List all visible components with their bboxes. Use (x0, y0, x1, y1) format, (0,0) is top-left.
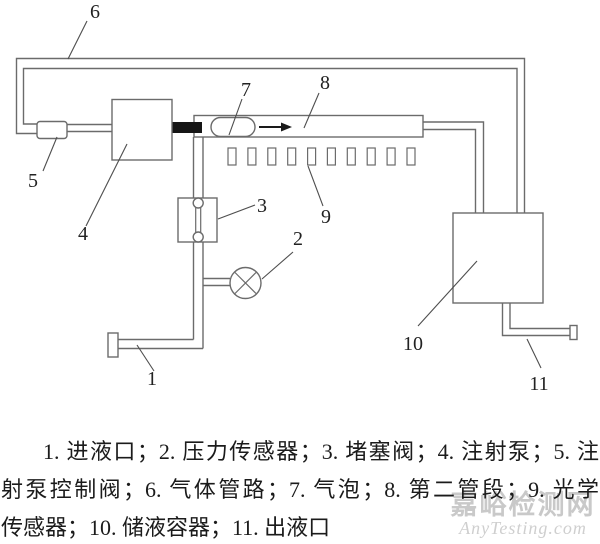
caption-line-3: 传感器；10. 储液容器；11. 出液口 (1, 515, 331, 540)
pressure-branch-pipe (203, 277, 230, 287)
leader-8 (303, 92, 320, 129)
leader-6 (67, 20, 88, 60)
leader-2 (261, 251, 294, 280)
sensor-element (366, 147, 376, 166)
valve-to-pump-pipe (67, 123, 112, 133)
leader-9 (307, 165, 324, 207)
label-10: 10 (403, 333, 423, 355)
watermark-chinese: 嘉峪检测网 (450, 490, 596, 520)
leader-3 (217, 204, 256, 220)
outlet-flange (569, 324, 578, 341)
label-11: 11 (529, 373, 548, 395)
inlet-pipe (118, 338, 203, 350)
outlet-pipe (501, 303, 570, 337)
sensor-element (346, 147, 356, 166)
schematic-diagram: 1 2 3 4 5 6 7 8 9 10 11 (15, 1, 578, 395)
plug-valve (177, 197, 218, 243)
label-4: 4 (78, 223, 88, 245)
sensor-element (386, 147, 396, 166)
label-2: 2 (293, 228, 303, 250)
label-3: 3 (257, 195, 267, 217)
leader-11 (526, 338, 542, 369)
main-vertical-pipe (192, 137, 204, 349)
watermark-domain: AnyTesting.com (459, 518, 587, 538)
figure-legend-caption: 1. 进液口；2. 压力传感器；3. 堵塞阀；4. 注射泵；5. 注 射泵控制阀… (0, 433, 600, 544)
leader-10 (417, 260, 478, 327)
caption-line-2: 射泵控制阀；6. 气体管路；7. 气泡；8. 第二管段；9. 光学 (1, 477, 599, 502)
caption-line-1: 1. 进液口；2. 压力传感器；3. 堵塞阀；4. 注射泵；5. 注 (43, 439, 599, 464)
leader-7 (228, 98, 243, 136)
optical-sensor-array (227, 147, 416, 166)
reservoir-box (452, 212, 544, 304)
label-5: 5 (28, 170, 38, 192)
plug-valve-port-bottom (192, 231, 204, 243)
pump-plunger-bar (172, 122, 202, 133)
leader-5 (42, 136, 58, 172)
bubble (210, 116, 256, 138)
pressure-sensor-gauge (229, 266, 262, 300)
tube-to-reservoir-pipe (423, 121, 485, 213)
leader-1 (136, 344, 155, 372)
watermark: 嘉峪检测网 AnyTesting.com (438, 490, 600, 539)
sensor-element (307, 147, 317, 166)
sensor-element (227, 147, 237, 166)
label-9: 9 (321, 206, 331, 228)
pump-control-valve-box (36, 120, 68, 140)
plug-valve-port-top (192, 197, 204, 209)
label-1: 1 (147, 368, 157, 390)
flow-arrow-icon (259, 122, 292, 132)
sensor-element (326, 147, 336, 166)
label-7: 7 (241, 79, 251, 101)
sensor-element (267, 147, 277, 166)
sensor-element (406, 147, 416, 166)
label-8: 8 (320, 72, 330, 94)
sensor-element (247, 147, 257, 166)
label-6: 6 (90, 1, 100, 23)
syringe-pump-box (111, 98, 173, 161)
sensor-element (287, 147, 297, 166)
leader-lines (42, 20, 542, 372)
inlet-flange (107, 332, 119, 358)
gas-pipeline (15, 57, 526, 213)
leader-4 (85, 143, 128, 227)
part-number-labels: 1 2 3 4 5 6 7 8 9 10 11 (28, 1, 549, 395)
